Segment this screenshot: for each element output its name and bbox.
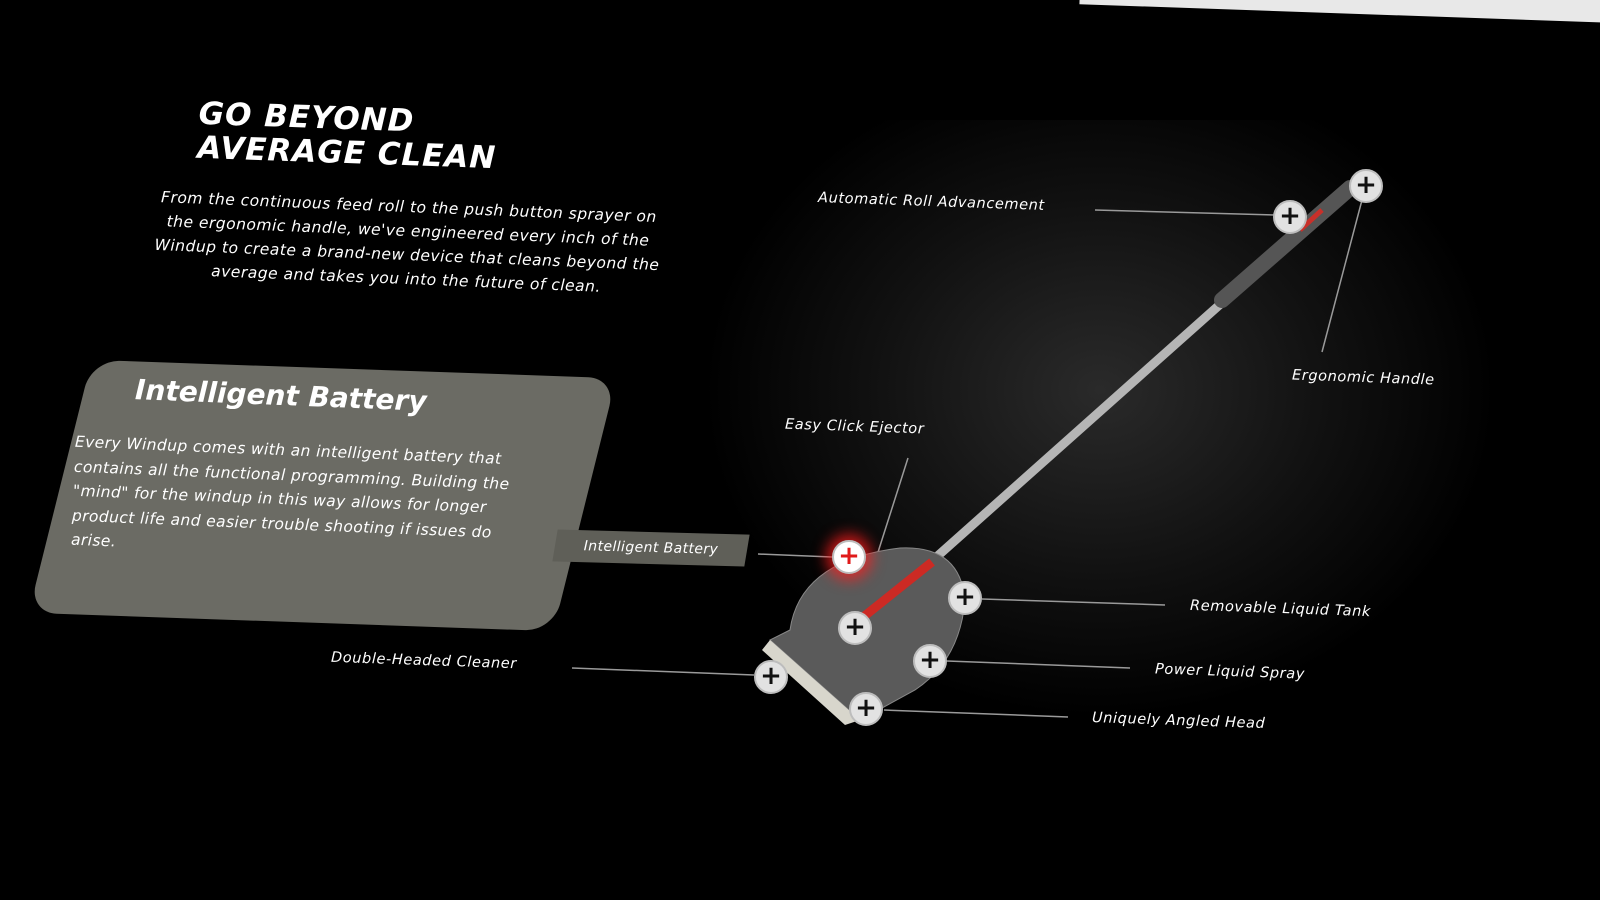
hotspot-roll-advancement[interactable]: + [1273,200,1307,234]
leader-lines [571,199,1363,718]
plus-icon: + [1355,170,1377,200]
hotspot-angled-head[interactable]: + [849,692,883,726]
plus-icon: + [844,612,866,642]
hotspot-easy-click-ejector[interactable]: + [838,611,872,645]
hotspot-double-headed-cleaner[interactable]: + [754,660,788,694]
hotspot-ergonomic-handle[interactable]: + [1349,169,1383,203]
hotspot-liquid-spray[interactable]: + [913,644,947,678]
plus-icon: + [838,541,860,571]
plus-icon: + [760,661,782,691]
plus-icon: + [919,645,941,675]
hotspot-intelligent-battery[interactable]: + [832,540,866,574]
plus-icon: + [855,693,877,723]
plus-icon: + [1279,201,1301,231]
plus-icon: + [954,582,976,612]
hotspot-liquid-tank[interactable]: + [948,581,982,615]
